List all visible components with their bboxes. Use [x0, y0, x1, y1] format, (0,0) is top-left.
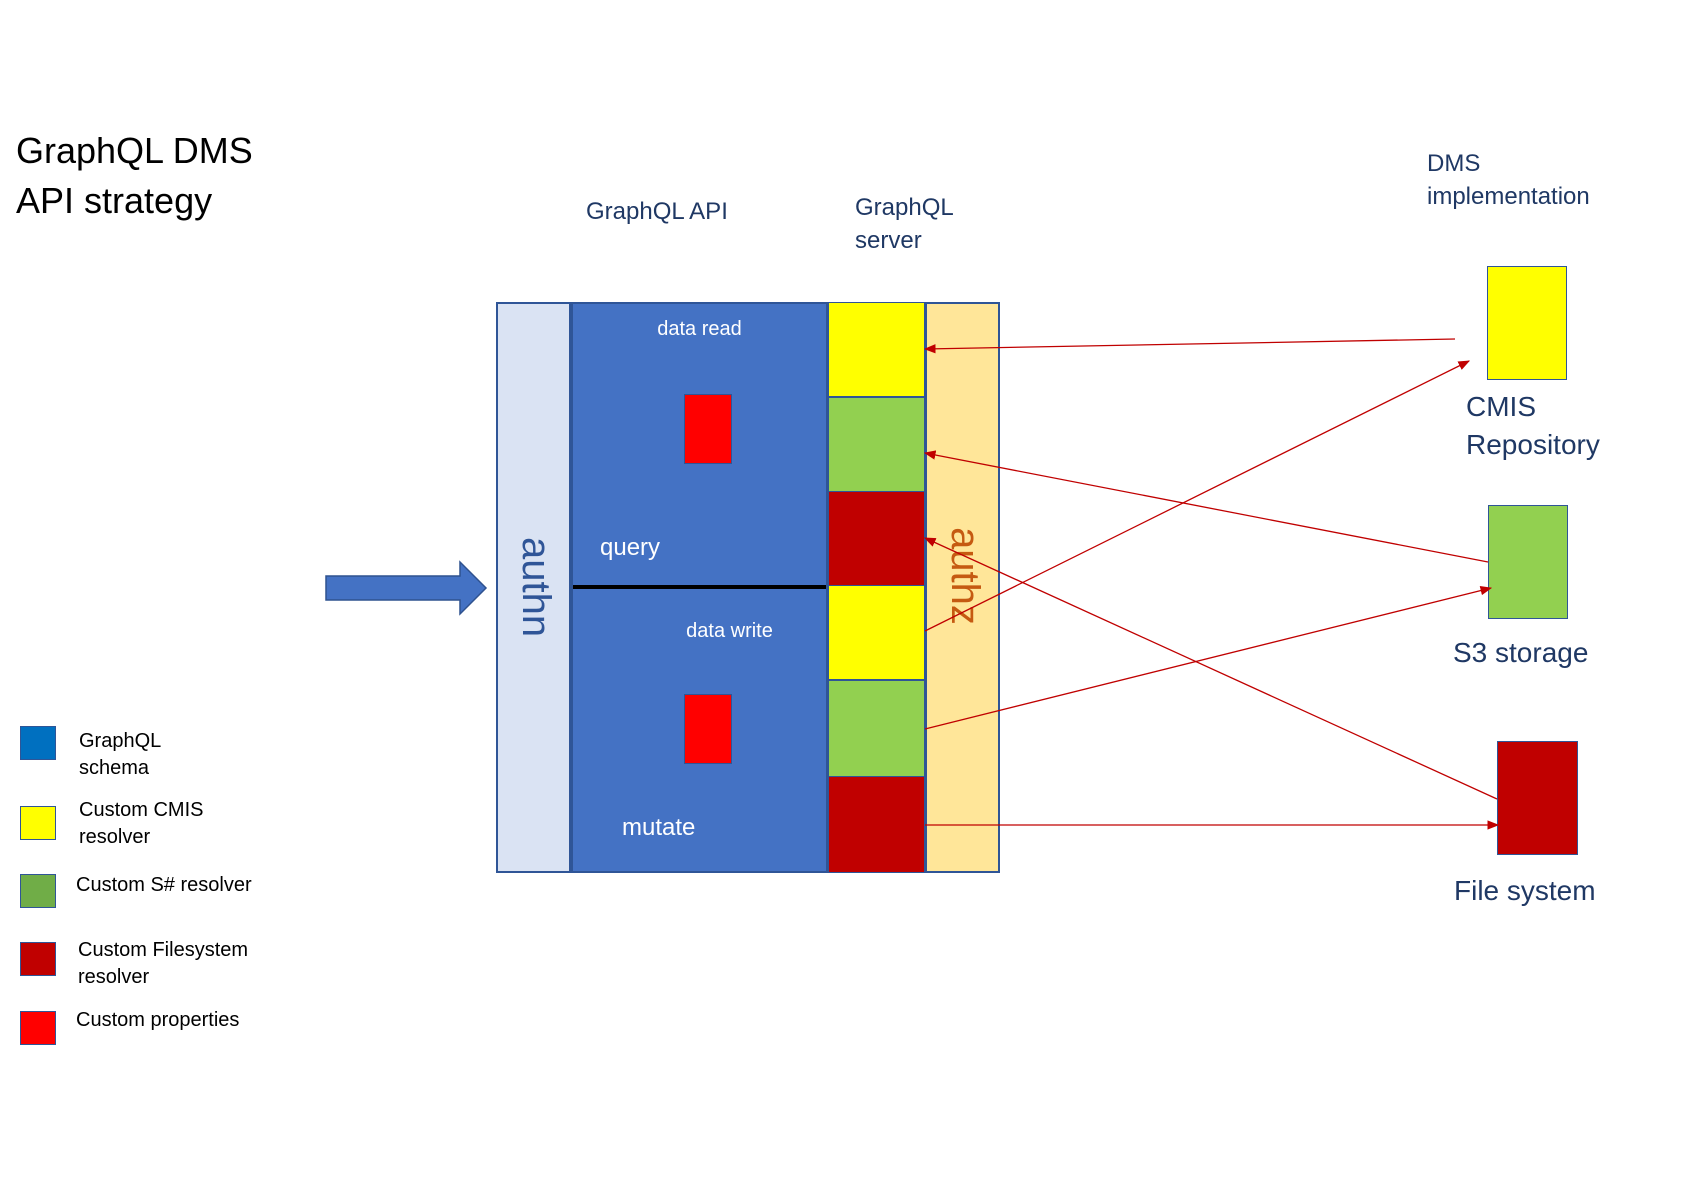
- arrow-write-resolver-to-cmis: [924, 360, 1471, 632]
- graphql-schema-block: data read query data write mutate: [571, 302, 828, 873]
- legend-label-cmis-line-1: Custom CMIS: [79, 799, 204, 821]
- legend-label-graphql-schema: GraphQL schema: [79, 728, 161, 782]
- title-line-1: GraphQL DMS: [16, 130, 253, 171]
- cmis-repository-label: CMIS Repository: [1466, 388, 1600, 464]
- legend-label-custom-properties: Custom properties: [76, 1009, 240, 1031]
- legend-label-graphql-schema-line-2: schema: [79, 757, 150, 779]
- arrow-write-resolver-to-s3: [924, 586, 1493, 730]
- legend-label-cmis-resolver: Custom CMIS resolver: [79, 797, 203, 851]
- heading-graphql-server: GraphQL server: [855, 191, 954, 257]
- write-s3-resolver: [828, 680, 925, 777]
- legend-label-filesystem-line-2: resolver: [78, 966, 150, 988]
- file-system-box: [1497, 741, 1578, 855]
- data-read-label: data read: [657, 318, 742, 340]
- legend-swatch-filesystem-resolver: [20, 942, 56, 976]
- write-cmis-resolver: [828, 585, 925, 680]
- legend-label-graphql-schema-line-1: GraphQL: [79, 730, 162, 752]
- write-filesystem-resolver: [828, 776, 925, 873]
- legend-swatch-custom-properties: [20, 1011, 56, 1045]
- read-custom-properties-box: [684, 394, 732, 464]
- read-cmis-resolver: [828, 302, 925, 397]
- legend-label-filesystem-line-1: Custom Filesystem: [78, 939, 249, 961]
- legend-swatch-graphql-schema: [20, 726, 56, 760]
- diagram-title: GraphQL DMS API strategy: [16, 126, 253, 226]
- authz-layer: authz: [925, 302, 1000, 873]
- cmis-label-line-2: Repository: [1466, 429, 1600, 460]
- incoming-request-arrow-icon: [325, 560, 488, 616]
- heading-graphql-server-line-1: GraphQL: [855, 194, 954, 221]
- mutate-label: mutate: [622, 814, 696, 841]
- data-write-label: data write: [686, 620, 773, 642]
- cmis-repository-box: [1487, 266, 1567, 380]
- legend-swatch-cmis-resolver: [20, 806, 56, 840]
- legend-swatch-s3-resolver: [20, 874, 56, 908]
- s3-storage-box: [1488, 505, 1568, 619]
- read-filesystem-resolver: [828, 491, 925, 586]
- heading-dms-line-2: implementation: [1427, 183, 1590, 210]
- title-line-2: API strategy: [16, 180, 213, 221]
- legend-label-s3-resolver: Custom S# resolver: [76, 874, 252, 896]
- cmis-label-line-1: CMIS: [1466, 391, 1536, 422]
- heading-dms-implementation: DMS implementation: [1427, 147, 1590, 213]
- s3-storage-label: S3 storage: [1453, 637, 1589, 668]
- heading-graphql-api: GraphQL API: [586, 198, 728, 225]
- arrow-fs-to-read-resolver: [923, 537, 1498, 800]
- write-custom-properties-box: [684, 694, 732, 764]
- authn-layer: authn: [496, 302, 571, 873]
- arrow-cmis-to-read-resolver: [923, 338, 1456, 354]
- query-mutate-divider: [573, 585, 826, 589]
- legend: GraphQL schema Custom CMIS resolver Cust…: [18, 726, 318, 1056]
- legend-label-cmis-line-2: resolver: [79, 826, 151, 848]
- heading-graphql-server-line-2: server: [855, 227, 922, 254]
- query-label: query: [600, 534, 661, 561]
- heading-dms-line-1: DMS: [1427, 150, 1481, 177]
- legend-label-filesystem-resolver: Custom Filesystem resolver: [78, 937, 248, 991]
- file-system-label: File system: [1454, 875, 1596, 906]
- arrow-s3-to-read-resolver: [923, 450, 1489, 563]
